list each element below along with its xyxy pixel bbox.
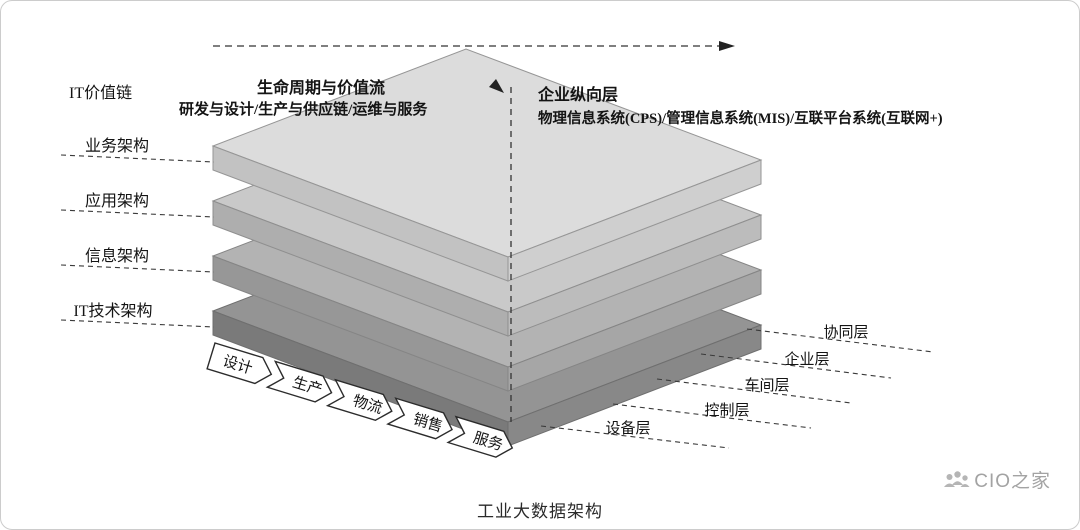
right-leader-line-1 xyxy=(700,353,892,379)
people-icon xyxy=(944,470,970,487)
process-chevron-band: 设计 生产 物流 销售 服务 xyxy=(206,342,514,458)
it-value-chain-label: IT价值链 xyxy=(69,84,132,102)
right-level-label-3: 控制层 xyxy=(704,402,749,419)
right-leader-line-2 xyxy=(656,378,852,404)
slab-right-face xyxy=(507,159,762,282)
left-leader-line-1 xyxy=(60,209,215,218)
right-level-label-0: 协同层 xyxy=(823,324,868,341)
left-leader-line-3 xyxy=(60,319,215,328)
left-layer-label-3: IT技术架构 xyxy=(73,302,152,320)
slab-right-face xyxy=(507,214,762,337)
slab-right-face xyxy=(507,269,762,392)
diagram-caption: 工业大数据架构 xyxy=(477,502,603,521)
layer-slab-business xyxy=(211,48,763,282)
lifecycle-axis-title: 生命周期与价值流 xyxy=(257,78,385,97)
slab-right-face xyxy=(507,324,762,447)
lifecycle-axis-arrowhead xyxy=(719,41,735,51)
chevron-shape xyxy=(325,378,393,422)
watermark: CIO之家 xyxy=(943,466,1051,493)
chevron-shape xyxy=(446,415,514,458)
left-leader-line-0 xyxy=(60,154,215,163)
right-level-label-2: 车间层 xyxy=(744,377,789,394)
right-leader-line-4 xyxy=(540,425,730,449)
lifecycle-subtitle-arrowhead xyxy=(489,79,504,93)
right-level-label-4: 设备层 xyxy=(605,420,650,437)
vertical-axis-subtitle: 物理信息系统(CPS)/管理信息系统(MIS)/互联平台系统(互联网+) xyxy=(538,109,943,127)
lifecycle-axis-subtitle: 研发与设计/生产与供应链/运维与服务 xyxy=(179,100,428,118)
left-leader-line-2 xyxy=(60,264,215,273)
right-level-label-1: 企业层 xyxy=(784,350,829,368)
watermark-text: CIO之家 xyxy=(974,471,1051,492)
left-layer-label-0: 业务架构 xyxy=(85,137,149,155)
left-layer-label-1: 应用架构 xyxy=(85,191,149,210)
right-leader-line-3 xyxy=(612,403,812,429)
chevron-shape xyxy=(386,397,453,440)
chevron-shape xyxy=(206,342,273,385)
left-layer-label-2: 信息架构 xyxy=(85,247,149,265)
chevron-shape xyxy=(265,360,333,403)
vertical-axis-title: 企业纵向层 xyxy=(537,85,618,104)
right-leader-line-0 xyxy=(746,328,934,353)
